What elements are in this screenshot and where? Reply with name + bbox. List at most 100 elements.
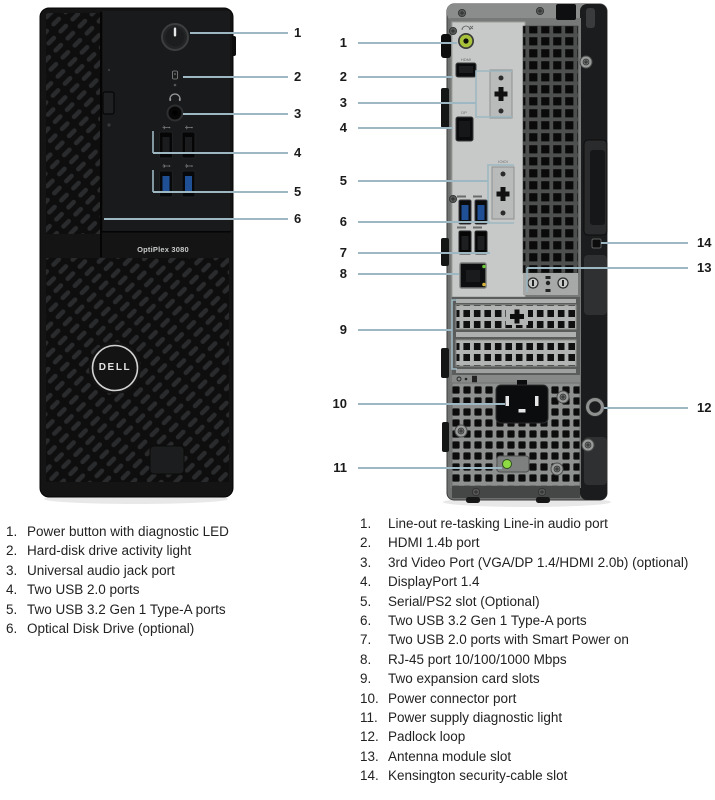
legend-item-number: 6.	[360, 613, 372, 629]
legend-item-number: 1.	[6, 524, 18, 539]
dp-label: DP	[461, 110, 467, 115]
left-edge-tab4	[442, 422, 449, 452]
back-callout-line-8	[358, 273, 459, 275]
front-callout-number-1: 1	[294, 25, 302, 40]
power-supply-diagnostic-light	[496, 455, 530, 473]
front-audio-jack-hole	[172, 110, 178, 116]
headset-icon-ear	[169, 98, 172, 101]
legend-item-number: 2.	[6, 543, 18, 559]
kensington-slot	[591, 238, 602, 249]
logo-backing	[89, 342, 141, 394]
rear-audio-jack	[458, 25, 474, 49]
legend-item-text: Universal audio jack port	[27, 562, 175, 578]
legend-item-text: Padlock loop	[388, 729, 466, 745]
padlock-loop	[585, 397, 605, 417]
legend-item: 1. Power button with diagnostic LED	[6, 522, 346, 541]
legend-back-panel: 1.Line-out re-tasking Line-in audio port…	[360, 514, 712, 786]
optical-eject-button	[102, 91, 115, 115]
back-callout-number-11: 11	[333, 460, 347, 475]
power-icon	[173, 27, 177, 37]
left-edge-tab3	[441, 348, 449, 378]
hdd-activity-icon	[172, 70, 178, 80]
legend-item-text: Line-out re-tasking Line-in audio port	[388, 516, 608, 531]
legend-item-text: Hard-disk drive activity light	[27, 543, 192, 559]
antenna-module-slot	[523, 273, 578, 295]
legend-item-text: HDMI 1.4b port	[388, 535, 480, 551]
back-callout-line-7	[358, 252, 490, 254]
callout5-bracket	[487, 164, 514, 224]
plate-screw	[448, 26, 458, 36]
serial-label: IOIOI	[498, 159, 508, 164]
legend-item-number: 7.	[360, 632, 372, 648]
front-callout-line-3	[183, 113, 288, 115]
expansion-card-slots	[452, 297, 580, 375]
top-screw-2	[535, 6, 545, 16]
back-callout-number-1: 1	[339, 35, 347, 50]
hdd-activity-led	[173, 83, 177, 87]
legend-item-text: Antenna module slot	[388, 748, 512, 764]
legend-item-number: 10.	[360, 690, 379, 706]
left-edge-knob	[441, 34, 451, 58]
back-callout-number-7: 7	[339, 245, 347, 260]
legend-item: 4.Two USB 2.0 ports	[6, 580, 346, 599]
front-callout-number-6: 6	[294, 211, 302, 226]
serial-ps2-slot	[491, 166, 515, 220]
back-callout-line-6	[358, 221, 490, 223]
legend-item: 6.Optical Disk Drive (optional)	[6, 619, 346, 638]
legend-front-panel: 1. Power button with diagnostic LED 2. Hard…	[6, 522, 346, 638]
rj45-port	[459, 262, 487, 289]
hdmi-port	[455, 62, 477, 78]
front-callout-line-4	[153, 152, 288, 154]
front-vent-grille-top	[46, 13, 101, 234]
back-callout-number-14: 14	[697, 235, 712, 250]
legend-item: 2. Hard-disk drive activity light	[6, 541, 346, 560]
back-callout-line-11	[358, 467, 502, 469]
legend-item-text: Serial/PS2 slot (Optional)	[388, 593, 540, 609]
release-latch	[556, 4, 576, 20]
legend-item-number: 3.	[6, 562, 18, 578]
back-callout-line-12	[604, 407, 688, 409]
optical-led	[107, 123, 111, 127]
legend-item: 9.Two expansion card slots	[360, 669, 712, 688]
legend-item-text: Optical Disk Drive (optional)	[27, 621, 195, 637]
back-callout-number-2: 2	[339, 69, 347, 84]
legend-item: 13.Antenna module slot	[360, 747, 712, 766]
legend-item-number: 12.	[360, 729, 379, 745]
third-video-port-slot	[489, 69, 513, 119]
dell-logo-text: DELL	[98, 362, 132, 373]
legend-item-text: Two USB 2.0 ports with Smart Power on	[388, 632, 629, 648]
back-callout-line-4	[358, 127, 453, 129]
foot	[466, 497, 480, 503]
model-label: OptiPlex 3080	[137, 244, 189, 254]
legend-item: 3. Universal audio jack port	[6, 561, 346, 580]
legend-item-number: 11.	[360, 710, 378, 726]
back-callout-line-3	[358, 102, 476, 104]
callout3-bracket	[475, 70, 512, 118]
callout9-bracket	[451, 299, 457, 370]
psu-screw-3	[550, 462, 564, 476]
power-button-inner	[165, 27, 185, 47]
hdmi-label: HDMI	[461, 57, 471, 62]
legend-item: 5.Serial/PS2 slot (Optional)	[360, 592, 712, 611]
legend-item-number: 2.	[360, 535, 372, 551]
bottom-screw-2	[537, 487, 547, 497]
legend-item-text: Two USB 2.0 ports	[27, 582, 140, 598]
legend-item: 14.Kensington security-cable slot	[360, 766, 712, 785]
rear-vent-grille	[522, 25, 579, 274]
back-callout-line-14	[601, 242, 688, 244]
legend-item-number: 5.	[6, 601, 18, 617]
front-usb3-ports	[159, 170, 196, 198]
legend-item-text: Power button with diagnostic LED	[27, 524, 229, 539]
optical-dot	[107, 68, 111, 72]
back-callout-number-9: 9	[339, 322, 347, 337]
front-callout-number-2: 2	[294, 69, 302, 84]
legend-item-text: DisplayPort 1.4	[388, 574, 480, 590]
legend-item-number: 4.	[360, 574, 372, 590]
side-screw	[579, 55, 593, 69]
front-callout-number-5: 5	[294, 184, 302, 199]
legend-item-text: RJ-45 port 10/100/1000 Mbps	[388, 651, 567, 667]
back-callout-number-8: 8	[339, 266, 347, 281]
front-badge	[149, 445, 185, 475]
legend-item-number: 8.	[360, 651, 372, 667]
